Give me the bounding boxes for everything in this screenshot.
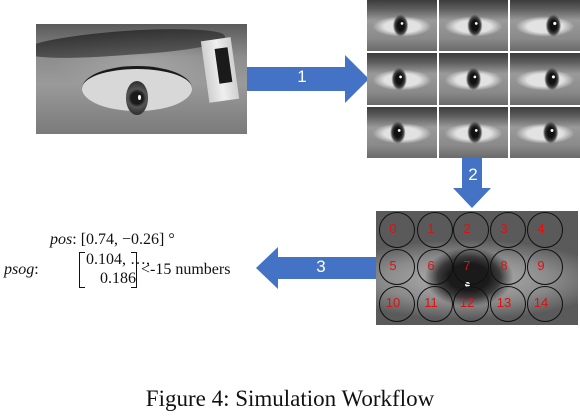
psog-sensor-circle [527,249,563,285]
augmented-eye-image [367,0,437,52]
arrow-step-2-label: 2 [468,165,478,184]
psog-note: <-15 numbers [141,261,231,278]
psog-sensor-number: 2 [463,221,471,236]
augmented-eye-image [438,106,509,158]
psog-sensor-circle [490,212,526,248]
pos-value: [0.74, −0.26] ° [80,231,175,248]
psog-sensor-circle [490,286,526,322]
figure-caption: Figure 4: Simulation Workflow [145,386,435,411]
psog-sensor-number: 6 [427,258,435,273]
psog-sensor-number: 9 [537,258,545,273]
pos-line: pos: [0.74, −0.26] ° [50,231,175,248]
psog-sensor-number: 8 [500,258,508,273]
psog-sensor-number: 13 [496,295,512,310]
psog-sensor-number: 7 [463,258,471,273]
augmented-eye-grid [367,0,580,158]
augmented-eye-image [510,53,580,105]
psog-label-line: psog: [4,261,39,278]
psog-sensor-circle [379,212,415,248]
psog-sensor-circle [417,286,453,322]
augmented-eye-image [367,53,437,105]
augmented-eye-image [510,106,580,158]
psog-bracket-right [131,252,137,288]
psog-sensor-circle [453,249,489,285]
psog-sensor-circle [417,249,453,285]
source-eye-photo [36,24,247,134]
psog-sensor-circle [453,212,489,248]
psog-vector-top: 0.104, …, [86,251,150,268]
psog-sensor-number: 5 [389,258,397,273]
psog-sensor-number: 0 [389,221,397,236]
augmented-eye-image [510,0,580,52]
arrow-step-3-label: 3 [316,257,326,276]
psog-sensor-circle [417,212,453,248]
psog-sensor-circle [379,286,415,322]
psog-sensor-circle [379,249,415,285]
psog-sensor-number: 3 [500,221,508,236]
psog-sensor-number: 12 [459,295,475,310]
psog-sensor-number: 10 [385,295,401,310]
psog-sensor-number: 14 [533,295,549,310]
arrow-step-2 [453,158,491,208]
psog-sensor-circle [490,249,526,285]
augmented-eye-image [367,106,437,158]
psog-sensor-number: 1 [427,221,435,236]
psog-sensor-circle [527,286,563,322]
arrow-step-3 [256,247,376,289]
augmented-eye-image [438,53,509,105]
arrow-step-1 [247,55,369,103]
pos-label: pos [50,231,73,248]
arrow-step-1-label: 1 [297,67,307,86]
psog-sensor-circle [453,286,489,322]
psog-bracket-left [79,252,85,288]
psog-sensor-number: 11 [424,295,438,310]
augmented-eye-image [438,0,509,52]
psog-sensor-number: 4 [537,221,545,236]
psog-sensor-circle [527,212,563,248]
psog-vector-bottom: 0.186 [100,270,136,287]
psog-label: psog [4,261,35,278]
